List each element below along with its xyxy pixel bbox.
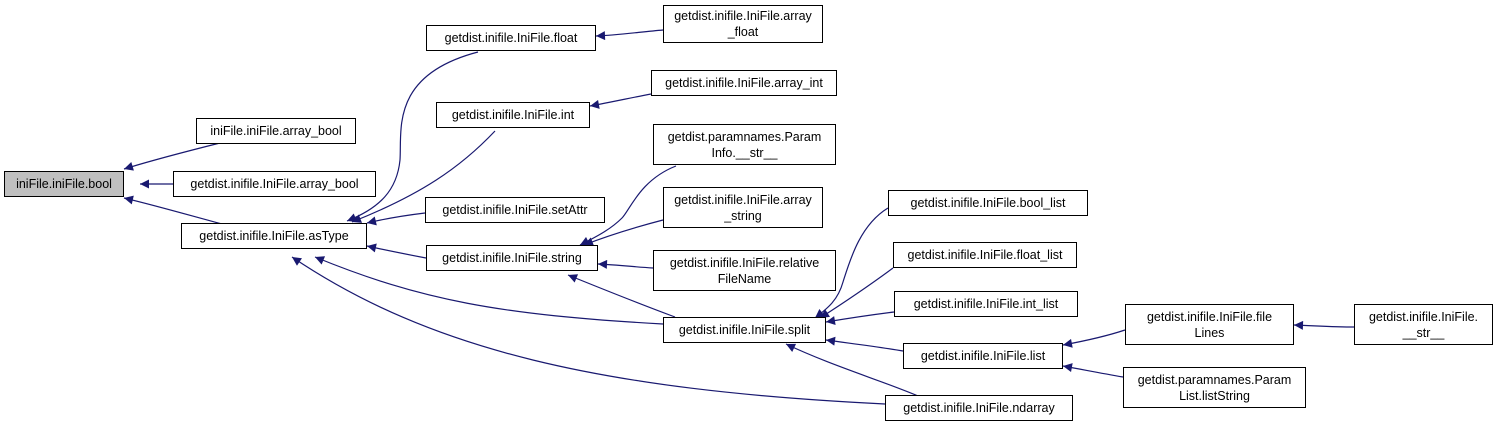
edge-array-string-to-string	[583, 219, 664, 246]
node-inifile-bool: iniFile.iniFile.bool	[4, 171, 124, 197]
edge-split-to-string	[567, 274, 676, 318]
node-ndarray[interactable]: getdist.inifile.IniFile.ndarray	[885, 395, 1073, 421]
edge-list-to-split	[825, 336, 904, 352]
edge-setattr-to-astype	[366, 212, 426, 226]
edge-astype-to-bool	[123, 195, 223, 225]
edge-relative-filename-to-string	[597, 259, 654, 269]
node-bool-list[interactable]: getdist.inifile.IniFile.bool_list	[888, 190, 1088, 216]
node-inifile-array-bool[interactable]: iniFile.iniFile.array_bool	[196, 118, 356, 144]
node-array-float[interactable]: getdist.inifile.IniFile.array _float	[663, 5, 823, 43]
node-list[interactable]: getdist.inifile.IniFile.list	[903, 343, 1063, 369]
edge-ndarray-to-astype	[291, 256, 886, 405]
edge-int-to-astype	[351, 130, 496, 223]
edge-array-int-to-int	[589, 93, 652, 109]
edge-ndarray-to-split	[785, 343, 919, 397]
node-string[interactable]: getdist.inifile.IniFile.string	[426, 245, 598, 271]
edge-inifile-str-to-file-lines	[1293, 320, 1355, 330]
node-relative-filename[interactable]: getdist.inifile.IniFile.relative FileNam…	[653, 250, 836, 291]
edge-ini-array-bool-to-bool	[123, 142, 221, 171]
node-inifile-str[interactable]: getdist.inifile.IniFile. __str__	[1354, 304, 1493, 345]
node-file-lines[interactable]: getdist.inifile.IniFile.file Lines	[1125, 304, 1294, 345]
edge-int-list-to-split	[825, 311, 895, 325]
edge-float-list-to-split	[819, 267, 894, 319]
node-split[interactable]: getdist.inifile.IniFile.split	[663, 317, 826, 343]
node-paraminfo-str[interactable]: getdist.paramnames.Param Info.__str__	[653, 124, 836, 165]
edge-bool-list-to-split	[814, 207, 889, 319]
edge-paramlist-liststring-to-list	[1062, 363, 1124, 378]
node-array-int[interactable]: getdist.inifile.IniFile.array_int	[651, 70, 837, 96]
node-float-list[interactable]: getdist.inifile.IniFile.float_list	[893, 242, 1077, 268]
edge-file-lines-to-list	[1062, 329, 1126, 348]
node-setattr[interactable]: getdist.inifile.IniFile.setAttr	[425, 197, 605, 223]
edge-string-to-astype	[366, 243, 427, 259]
node-int-list[interactable]: getdist.inifile.IniFile.int_list	[894, 291, 1078, 317]
node-float[interactable]: getdist.inifile.IniFile.float	[426, 25, 596, 51]
edge-float-to-astype	[346, 51, 479, 222]
node-getdist-array-bool[interactable]: getdist.inifile.IniFile.array_bool	[173, 171, 376, 197]
edge-array-float-to-float	[595, 29, 664, 41]
node-int[interactable]: getdist.inifile.IniFile.int	[436, 102, 590, 128]
node-paramlist-liststring[interactable]: getdist.paramnames.Param List.listString	[1123, 367, 1306, 408]
edge-paraminfo-str-to-string	[579, 165, 677, 246]
node-array-string[interactable]: getdist.inifile.IniFile.array _string	[663, 187, 823, 228]
node-astype[interactable]: getdist.inifile.IniFile.asType	[181, 223, 367, 249]
edge-split-to-astype	[314, 256, 664, 325]
